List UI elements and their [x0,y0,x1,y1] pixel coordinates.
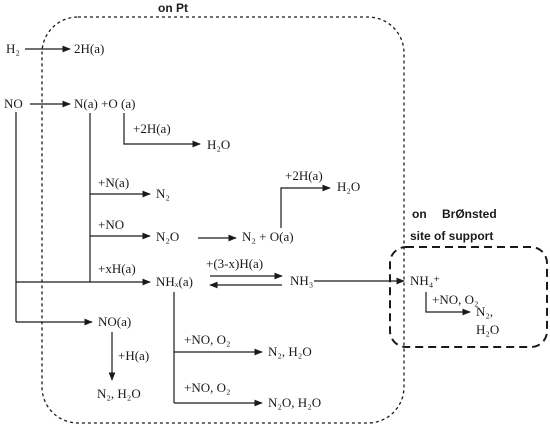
h2o-product-2: H₂O [337,179,360,194]
h2-dissociated-label: 2H(a) [74,41,104,56]
support-region-title-line3: site of support [410,229,493,243]
pt-region-title: on Pt [158,1,188,15]
nh4-label: NH₄⁺ [410,273,440,288]
plus-2h-label-1: +2H(a) [133,121,171,136]
n2-h2o-product-1: N₂, H₂O [268,344,312,359]
o-hydrogenation-arrow-2 [280,184,331,228]
n2-o-label: N₂ + O(a) [242,229,294,244]
support-site-region [389,246,548,348]
n2o-label: N₂O [156,229,179,244]
n2-h2o-product-2: N₂, H₂O [97,386,141,401]
h2-label: H₂ [6,41,20,56]
plus-no-o2-support-label: +NO, O₂ [432,292,479,307]
h2o-support-product: H₂O [476,322,499,337]
plus-no-o2-label-1: +NO, O₂ [184,332,231,347]
nh3-label: NH₃ [290,273,313,288]
h2o-product-1: H₂O [207,137,230,152]
o-hydrogenation-arrow [123,113,201,148]
plus-h-label: +H(a) [118,348,149,363]
plus-xh-label: +xH(a) [98,261,136,276]
n2-support-product: N₂, [476,304,493,319]
plus-no-o2-label-2: +NO, O₂ [184,380,231,395]
no-label: NO [4,96,23,111]
no-adsorbed-label: NO(a) [98,314,131,329]
nhx-label: NHₓ(a) [156,274,193,289]
support-region-title-line1: on [412,207,427,221]
plus-3mx-label: +(3-x)H(a) [206,256,263,271]
support-region-title-line2: BrØnsted [442,207,497,221]
n-o-adsorbed-label: N(a) +O (a) [74,96,135,111]
plus-2h-label-2: +2H(a) [285,168,323,183]
pt-surface-region [41,16,405,424]
plus-n-label: +N(a) [98,175,129,190]
n2o-h2o-product: N₂O, H₂O [268,395,321,410]
plus-no-label: +NO [98,217,124,232]
n2-product-1: N₂ [156,186,170,201]
nh4-oxidation-arrow [425,292,471,316]
